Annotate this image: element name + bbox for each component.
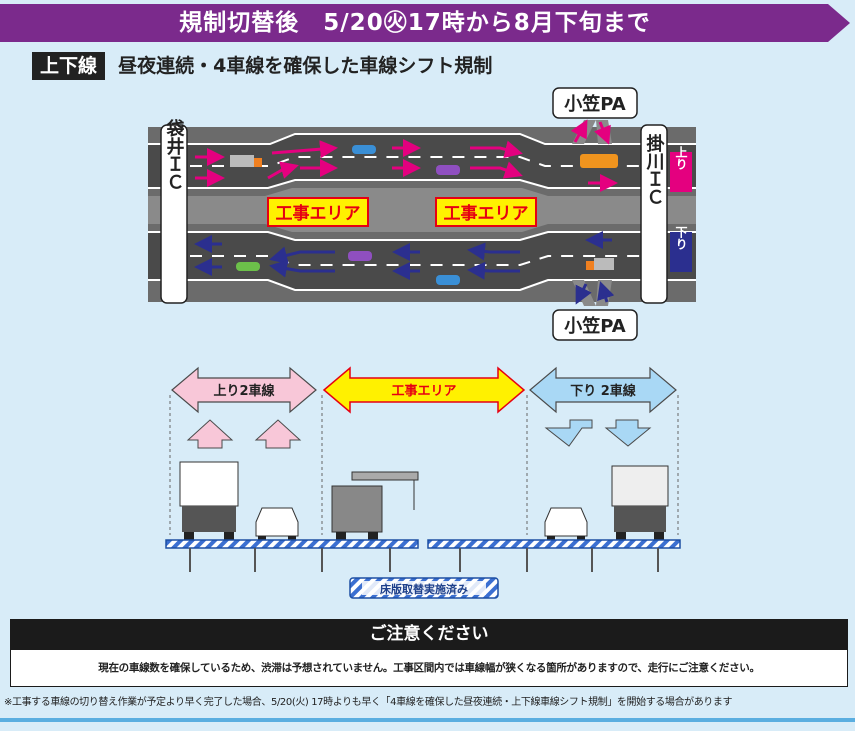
right-ic-label: 掛川ＩＣ [644, 133, 666, 206]
work-area-cross-label: 工事エリア [391, 383, 456, 399]
bus-up [580, 154, 618, 168]
down-direction-label: 下り [674, 226, 688, 250]
deck-right [427, 539, 681, 549]
schedule-banner: 規制切替後 5/20㊋17時から8月下旬まで [0, 4, 852, 42]
truck-left [179, 461, 239, 540]
pa-bottom-box [552, 309, 638, 341]
direction-tag: 上下線 [32, 52, 106, 80]
banner-arrow-shape [0, 4, 850, 42]
work-area-sign-1 [267, 197, 369, 227]
truck-down [586, 258, 614, 270]
right-ic-post [640, 124, 668, 304]
down-direction-tag [670, 232, 692, 272]
down-traffic-arrows [194, 231, 612, 280]
pa-top-label: 小笠PA [564, 93, 626, 115]
pa-bottom-label: 小笠PA [564, 315, 626, 337]
up-direction-tag [670, 152, 692, 192]
subheading: 上下線 昼夜連続・4車線を確保した車線シフト規制 [32, 52, 492, 80]
down-lanes-label: 下り 2車線 [570, 383, 637, 399]
car-down-3 [436, 275, 460, 285]
deck-left [165, 539, 419, 549]
car-up-2 [436, 165, 460, 175]
banner-title: 規制切替後 5/20㊋17時から8月下旬まで [179, 10, 651, 36]
car-up-1 [352, 145, 376, 154]
car-right [544, 507, 588, 541]
deck-supports [189, 548, 659, 572]
cross-section-diagram: 上り2車線 工事エリア 下り 2車線 [165, 366, 681, 599]
left-ic-label: 袋井ＩＣ [164, 118, 186, 191]
up-direction-label: 上り [674, 145, 688, 170]
car-down-1 [348, 251, 372, 261]
truck-right [611, 465, 669, 540]
work-area-label-2: 工事エリア [444, 204, 529, 224]
car-left [255, 507, 299, 541]
down-arrow-1 [544, 419, 593, 447]
work-area-sign-2 [435, 197, 537, 227]
car-down-2 [236, 262, 260, 271]
bottom-divider [0, 718, 855, 722]
road-map-diagram: 工事エリア 工事エリア 袋井ＩＣ 掛川ＩＣ 上り 下り 小笠PA 小笠PA [148, 87, 696, 341]
up-lanes-arrow [171, 366, 317, 414]
up-traffic-arrows [195, 139, 618, 192]
up-arrow-2 [254, 419, 302, 449]
caution-body: 現在の車線数を確保しているため、渋滞は予想されていません。工事区間内では車線幅が… [10, 649, 848, 687]
down-lanes-arrow [529, 366, 677, 414]
truck-up [230, 155, 262, 167]
pa-top-box [552, 87, 638, 119]
work-area-arrow [322, 366, 526, 414]
deck-label: 床版取替実施済み [380, 582, 468, 596]
up-lanes-label: 上り2車線 [213, 383, 275, 399]
regulation-title: 昼夜連続・4車線を確保した車線シフト規制 [118, 55, 493, 77]
up-arrow-1 [186, 419, 234, 449]
work-area-label-1: 工事エリア [276, 204, 361, 224]
footnote: ※工事する車線の切り替え作業が予定より早く完了した場合、5/20(火) 17時よ… [4, 697, 733, 708]
left-ic-post [160, 124, 188, 304]
crane-truck [331, 471, 419, 540]
down-arrow-2 [604, 419, 652, 447]
caution-heading: ご注意ください [10, 619, 848, 649]
